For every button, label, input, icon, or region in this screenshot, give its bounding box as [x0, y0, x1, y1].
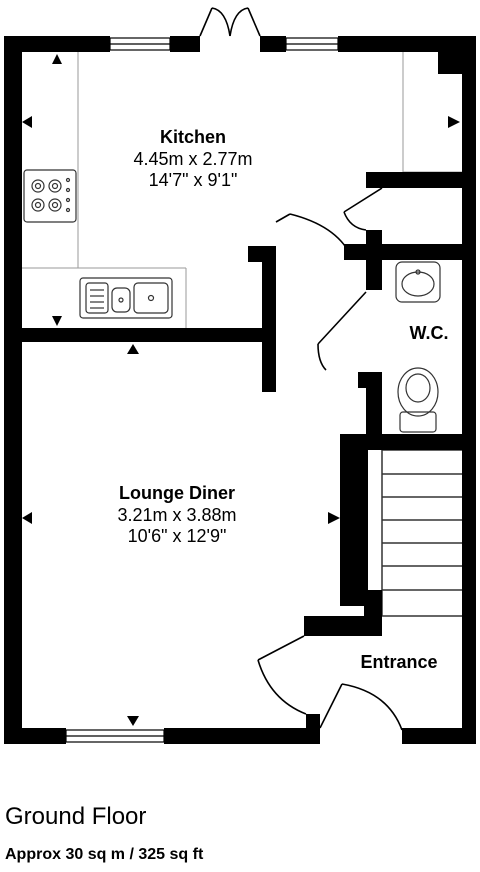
windows	[65, 37, 339, 743]
lounge-name: Lounge Diner	[119, 483, 235, 503]
lounge-imperial: 10'6" x 12'9"	[127, 526, 227, 547]
floor-name: Ground Floor	[5, 803, 147, 830]
wc-label: W.C.	[389, 323, 469, 345]
hob	[23, 169, 77, 223]
floorplan-drawing	[4, 7, 476, 744]
kitchen-label: Kitchen 4.45m x 2.77m 14'7" x 9'1"	[93, 127, 293, 192]
toilet	[397, 367, 439, 433]
kitchen-imperial: 14'7" x 9'1"	[148, 170, 238, 191]
floor-area: Approx 30 sq m / 325 sq ft	[5, 846, 204, 863]
walls	[4, 36, 476, 744]
lounge-metric: 3.21m x 3.88m	[117, 504, 237, 525]
kitchen-metric: 4.45m x 2.77m	[133, 148, 253, 169]
doors	[199, 7, 403, 731]
kitchen-sink	[79, 277, 173, 319]
staircase	[381, 449, 464, 617]
kitchen-name: Kitchen	[159, 127, 226, 147]
wc-basin	[395, 261, 441, 303]
lounge-label: Lounge Diner 3.21m x 3.88m 10'6" x 12'9"	[77, 483, 277, 548]
wc-name: W.C.	[409, 323, 449, 343]
entrance-name: Entrance	[360, 652, 438, 672]
entrance-label: Entrance	[344, 652, 454, 674]
dimension-arrows	[22, 54, 460, 726]
